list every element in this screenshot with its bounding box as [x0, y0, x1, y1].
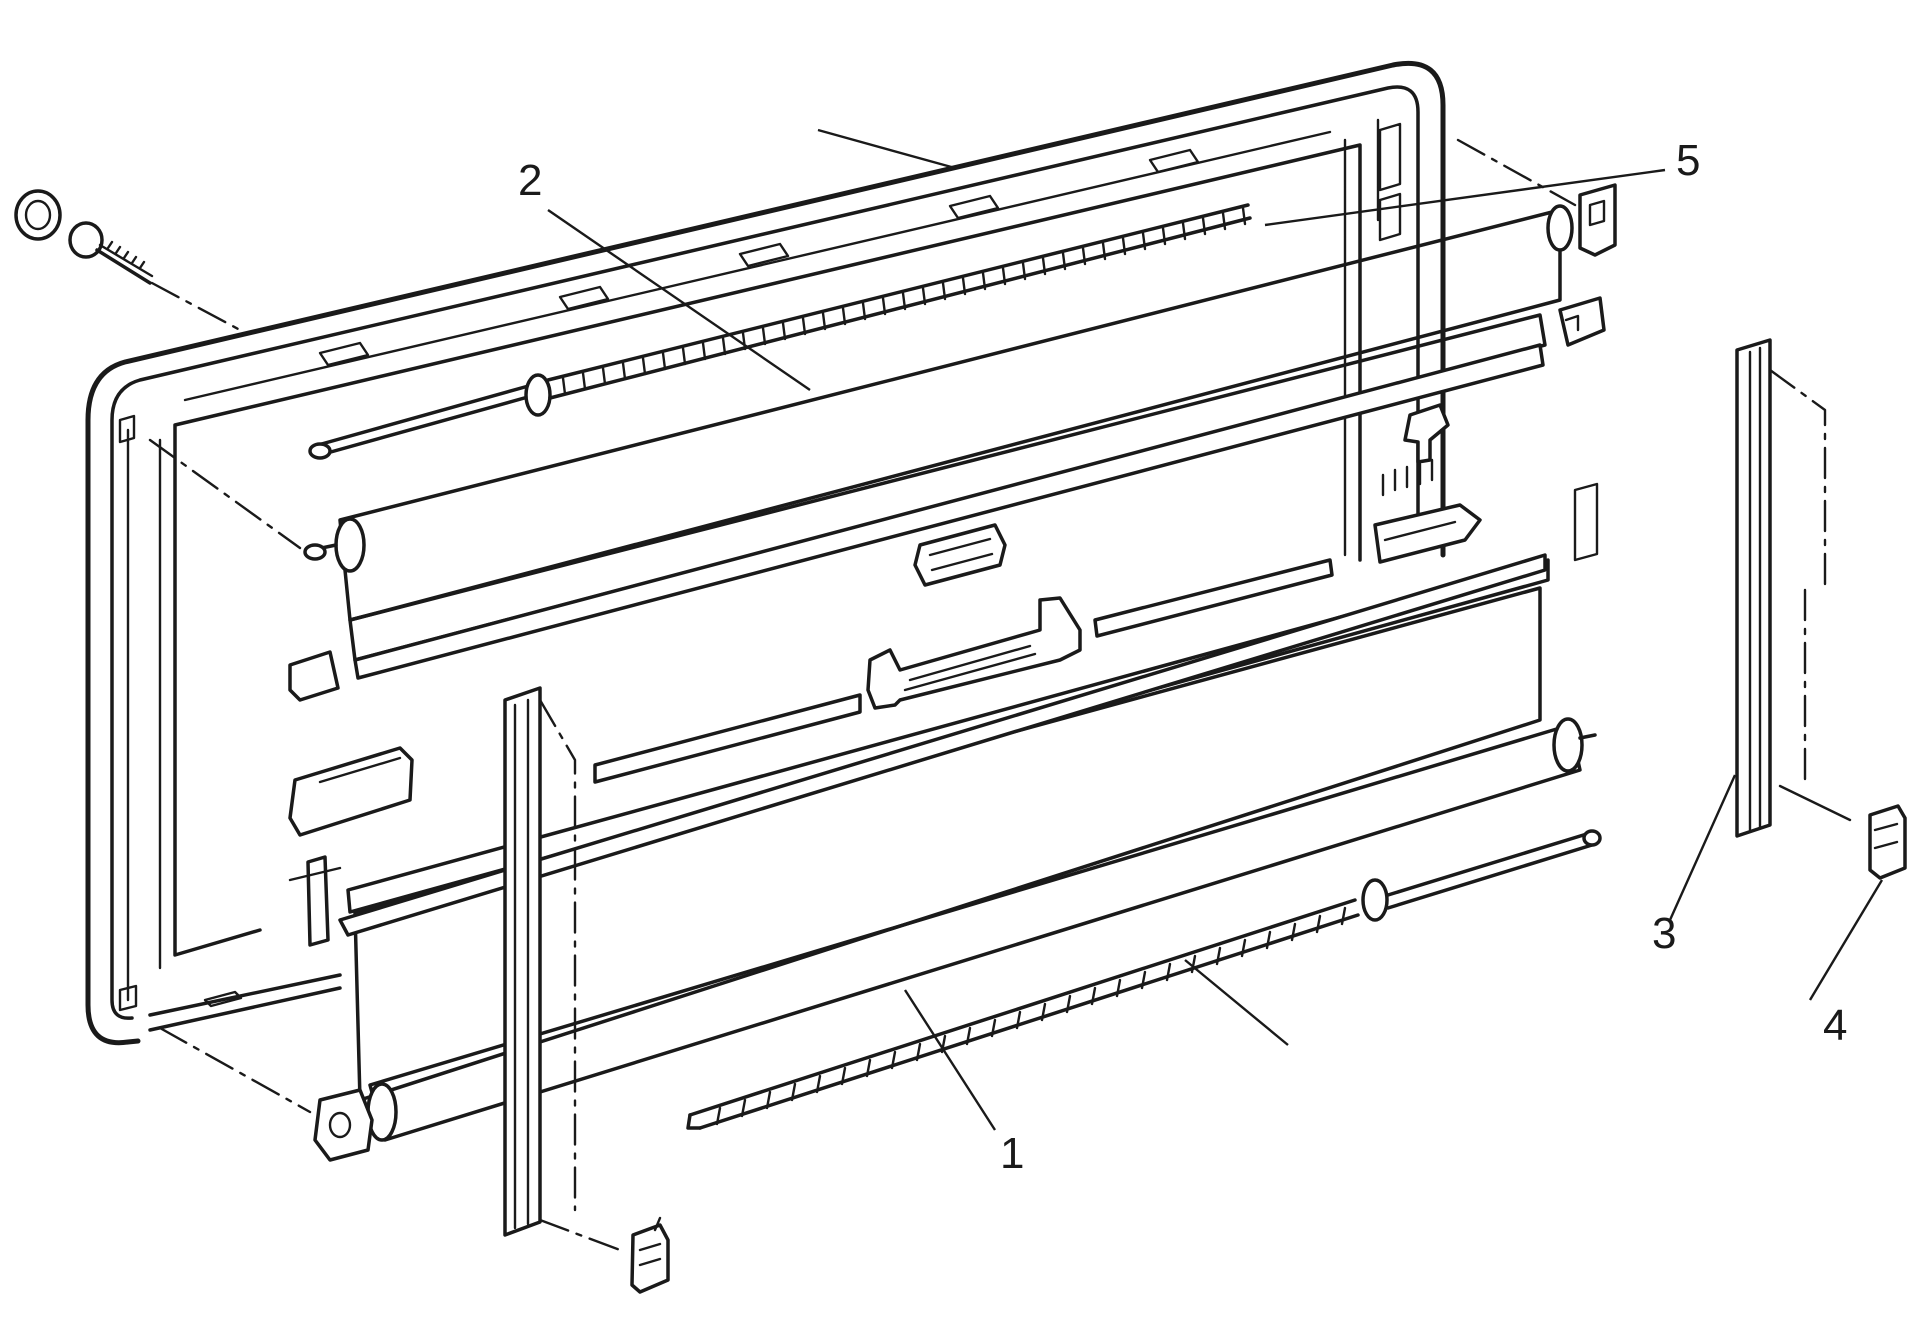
right-end-clip — [1868, 804, 1907, 880]
callout-labels: 1 2 3 4 5 — [518, 136, 1847, 1178]
leader-4 — [1808, 879, 1884, 1001]
lower-tension-spring-rod — [686, 829, 1602, 1130]
blackout-blind-roller — [158, 553, 1597, 1162]
center-clips-and-rails — [288, 403, 1599, 947]
upper-tension-spring-rod — [308, 203, 1252, 460]
callout-3: 3 — [1652, 909, 1676, 958]
callout-leaders — [547, 168, 1884, 1131]
callout-4: 4 — [1823, 1001, 1847, 1050]
leader-2 — [547, 209, 811, 391]
upper-right-end-bracket — [1558, 183, 1617, 347]
callout-1: 1 — [1000, 1129, 1024, 1178]
leader-1 — [903, 989, 997, 1131]
flyscreen-roller — [148, 204, 1574, 680]
left-side-rail — [503, 686, 670, 1294]
callout-5: 5 — [1676, 136, 1700, 185]
screw-cap-fixings — [14, 189, 242, 332]
callout-2: 2 — [518, 156, 542, 205]
leader-5 — [1264, 168, 1666, 227]
window-frame — [85, 60, 1577, 1046]
leader-3 — [1668, 774, 1737, 921]
right-side-rail — [1735, 338, 1852, 838]
